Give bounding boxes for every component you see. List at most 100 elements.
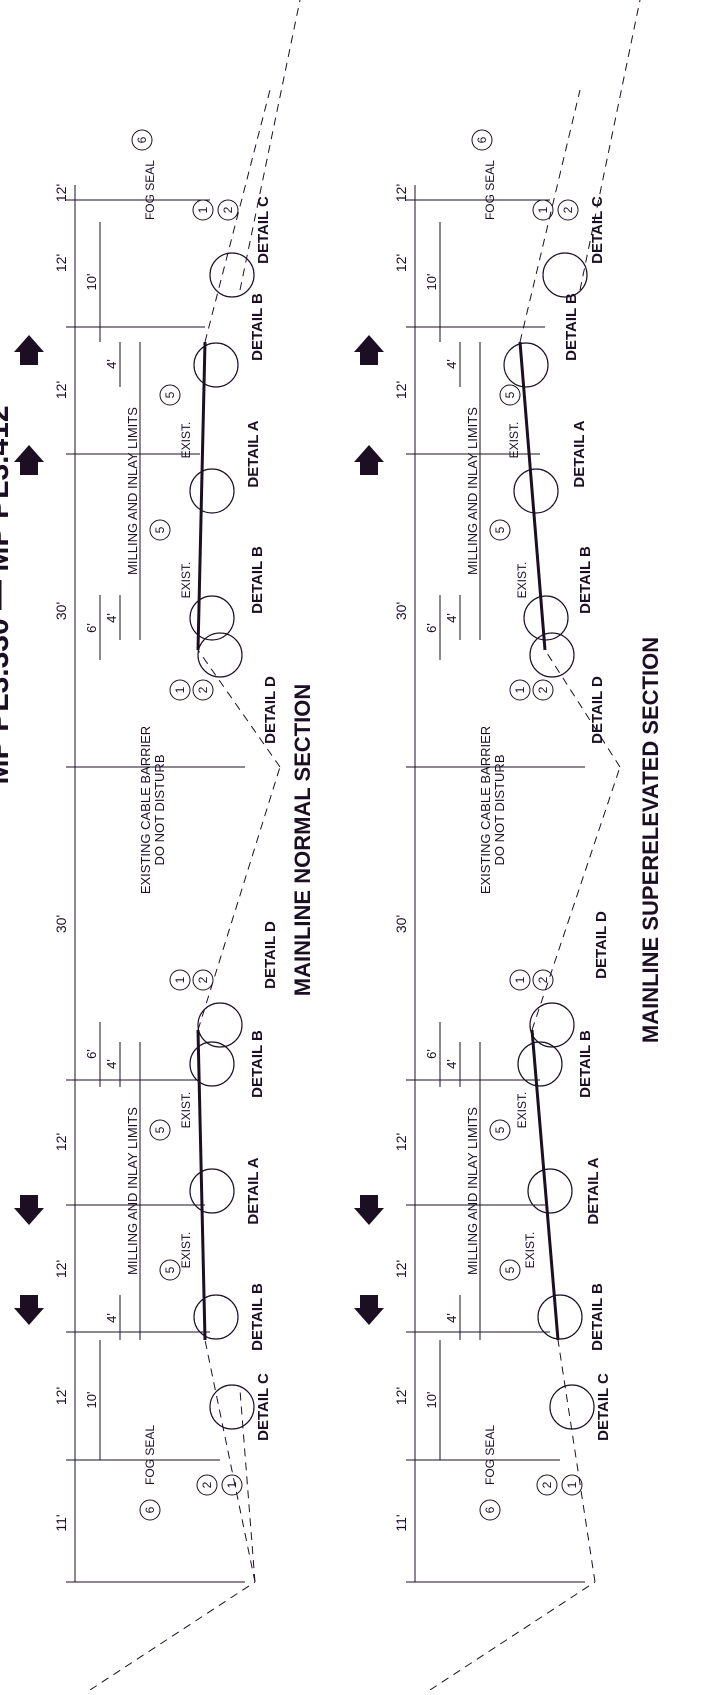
svg-text:FOG SEAL: FOG SEAL [483, 160, 497, 220]
svg-text:2: 2 [536, 976, 550, 983]
svg-text:1: 1 [565, 1481, 579, 1488]
svg-text:EXIST.: EXIST. [179, 1232, 193, 1269]
detail-labels: DETAIL C DETAIL B DETAIL A DETAIL B DETA… [245, 196, 279, 1441]
svg-text:2: 2 [536, 686, 550, 693]
svg-text:DETAIL C: DETAIL C [255, 1373, 272, 1441]
rotated-frame: MP PL3.330 — MP PL3.412 [0, 0, 663, 1691]
svg-text:10': 10' [424, 274, 439, 291]
svg-text:12': 12' [393, 184, 409, 202]
svg-text:DETAIL A: DETAIL A [585, 1157, 602, 1224]
existing-ground [429, 0, 641, 1691]
svg-text:4': 4' [104, 613, 119, 623]
svg-text:2: 2 [221, 206, 235, 213]
svg-text:DETAIL B: DETAIL B [249, 1283, 266, 1351]
arrow-icon [14, 1295, 44, 1325]
svg-text:5: 5 [153, 526, 167, 533]
svg-text:EXISTING CABLE BARRIER: EXISTING CABLE BARRIER [138, 726, 153, 894]
svg-text:DETAIL C: DETAIL C [595, 1373, 612, 1441]
svg-text:6: 6 [483, 1506, 497, 1513]
dimension-ticks [406, 199, 585, 1583]
svg-text:EXISTING CABLE BARRIER: EXISTING CABLE BARRIER [478, 726, 493, 894]
svg-text:5: 5 [163, 1266, 177, 1273]
exist-labels: EXIST. EXIST. EXIST. EXIST. [179, 422, 193, 1269]
svg-text:6': 6' [84, 1049, 99, 1059]
svg-text:DETAIL A: DETAIL A [245, 1157, 262, 1224]
svg-text:30': 30' [393, 602, 409, 620]
svg-text:2: 2 [540, 1481, 554, 1488]
svg-text:1: 1 [513, 686, 527, 693]
svg-text:EXIST.: EXIST. [515, 1092, 529, 1129]
svg-text:DETAIL A: DETAIL A [245, 420, 262, 487]
svg-text:4': 4' [444, 1313, 459, 1323]
svg-text:DETAIL B: DETAIL B [249, 546, 266, 614]
svg-text:DETAIL B: DETAIL B [577, 546, 594, 614]
section-normal: 11' 12' 12' 12' 30' 30' 12' 12' 12' [53, 0, 315, 1691]
svg-text:12': 12' [53, 1133, 69, 1151]
svg-text:2: 2 [561, 206, 575, 213]
svg-text:EXIST.: EXIST. [515, 562, 529, 599]
svg-text:4': 4' [444, 613, 459, 623]
svg-text:5: 5 [503, 1266, 517, 1273]
arrow-icon [14, 335, 44, 365]
svg-text:4': 4' [104, 1313, 119, 1323]
svg-text:1: 1 [513, 976, 527, 983]
milling-limits-label: MILLING AND INLAY LIMITS [465, 1107, 480, 1275]
fog-seal-labels: FOG SEAL FOG SEAL [483, 160, 497, 1485]
callout-circles [471, 129, 583, 1521]
inner-dimension-labels: 10' 4' 4' 6' 6' 4' 4' 10' [424, 274, 459, 1409]
svg-text:DO NOT DISTURB: DO NOT DISTURB [492, 755, 507, 866]
dimension-labels: 11' 12' 12' 12' 30' 30' 12' 12' 12' [393, 184, 409, 1532]
traffic-direction-arrows [14, 335, 384, 1325]
sheet-title-clipped: MP PL3.330 — MP PL3.412 [0, 405, 15, 784]
svg-text:EXIST.: EXIST. [523, 1232, 537, 1269]
svg-text:12': 12' [393, 1133, 409, 1151]
existing-ground [89, 0, 301, 1691]
svg-text:6: 6 [475, 136, 489, 143]
svg-text:12': 12' [393, 254, 409, 272]
svg-text:DETAIL D: DETAIL D [593, 911, 610, 979]
svg-text:5: 5 [153, 1126, 167, 1133]
svg-text:10': 10' [84, 274, 99, 291]
cable-barrier-note: EXISTING CABLE BARRIER DO NOT DISTURB [138, 726, 167, 894]
svg-text:12': 12' [393, 1260, 409, 1278]
svg-text:10': 10' [84, 1392, 99, 1409]
inner-dimension-labels: 10' 4' 4' 6' 6' 4' 4' 10' [84, 274, 119, 1409]
detail-labels: DETAIL C DETAIL B DETAIL A DETAIL B DETA… [563, 196, 612, 1441]
svg-text:DETAIL B: DETAIL B [577, 1030, 594, 1098]
svg-text:1: 1 [536, 206, 550, 213]
detail-circles [503, 252, 595, 1430]
svg-text:6': 6' [424, 623, 439, 633]
svg-text:DETAIL C: DETAIL C [589, 196, 606, 264]
arrow-icon [354, 1195, 384, 1225]
svg-text:2: 2 [196, 976, 210, 983]
svg-text:4': 4' [444, 1059, 459, 1069]
section-superelevated: 11' 12' 12' 12' 30' 30' 12' 12' 12' [393, 0, 663, 1691]
svg-text:DETAIL D: DETAIL D [262, 921, 279, 989]
svg-text:12': 12' [393, 1387, 409, 1405]
arrow-icon [14, 445, 44, 475]
svg-text:1: 1 [225, 1481, 239, 1488]
svg-text:11': 11' [393, 1514, 409, 1531]
svg-text:12': 12' [53, 1387, 69, 1405]
svg-text:EXIST.: EXIST. [179, 562, 193, 599]
svg-text:DETAIL C: DETAIL C [255, 196, 272, 264]
svg-text:4': 4' [444, 359, 459, 369]
svg-text:DETAIL D: DETAIL D [262, 676, 279, 744]
exist-labels: EXIST. EXIST. EXIST. EXIST. [507, 422, 537, 1269]
svg-text:6: 6 [143, 1506, 157, 1513]
callout-numbers: 6 2 1 5 5 1 2 2 1 5 5 1 2 6 [135, 136, 239, 1513]
svg-text:4': 4' [104, 1059, 119, 1069]
svg-text:5: 5 [493, 1126, 507, 1133]
detail-circles [189, 252, 255, 1430]
section-title: MAINLINE NORMAL SECTION [290, 684, 315, 996]
svg-text:DO NOT DISTURB: DO NOT DISTURB [152, 755, 167, 866]
svg-text:DETAIL D: DETAIL D [589, 676, 606, 744]
svg-text:5: 5 [493, 526, 507, 533]
svg-text:6': 6' [424, 1049, 439, 1059]
svg-text:EXIST.: EXIST. [507, 422, 521, 459]
callout-numbers: 6 2 1 5 5 1 2 2 1 5 5 1 2 6 [475, 136, 579, 1513]
svg-text:30': 30' [53, 915, 69, 933]
svg-text:6': 6' [84, 623, 99, 633]
